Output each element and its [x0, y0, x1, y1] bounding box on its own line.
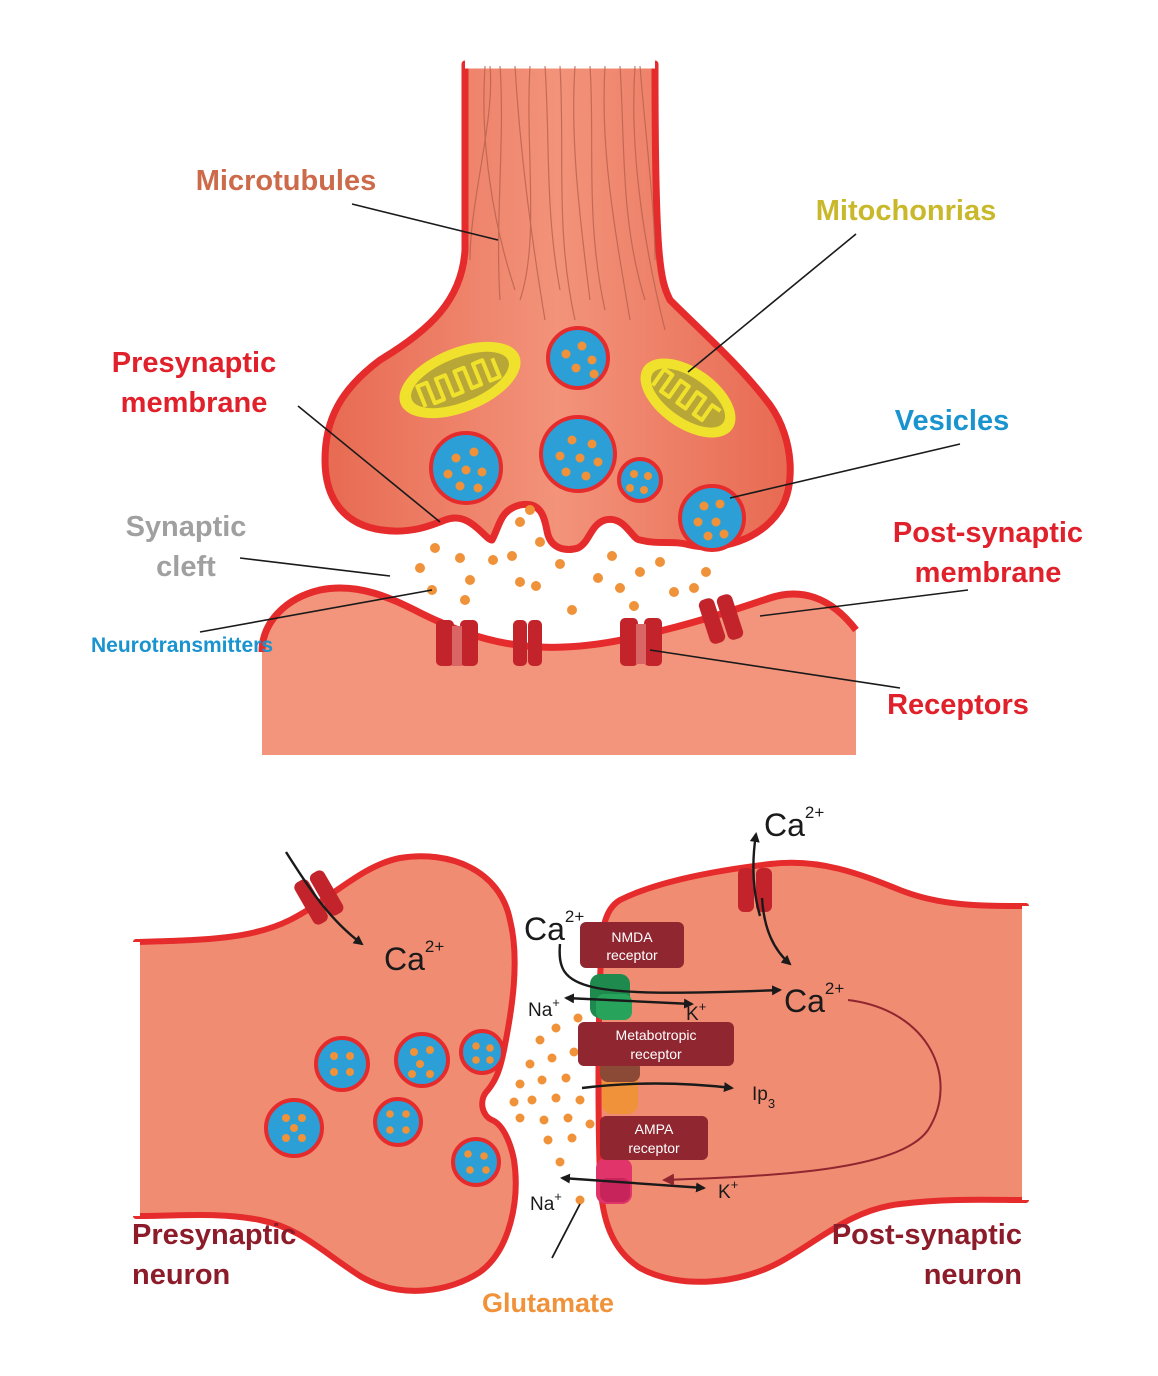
- nmda-box-line-2: receptor: [606, 947, 658, 963]
- postsynaptic-membrane-label-1: Post-synaptic: [893, 517, 1083, 549]
- vesicles-label: Vesicles: [895, 405, 1010, 437]
- nmda-receptor-box: NMDA receptor: [580, 922, 684, 968]
- ca-label-pre: Ca2+: [384, 937, 444, 977]
- receptors: [436, 594, 744, 666]
- ca-label-inside-post: Ca2+: [784, 979, 844, 1019]
- vesicle: [429, 431, 503, 505]
- ampa-receptor-box: AMPA receptor: [600, 1116, 708, 1160]
- receptor: [698, 594, 744, 644]
- glutamate-label: Glutamate: [482, 1288, 614, 1318]
- postsynaptic-neuron-label-2: neuron: [924, 1259, 1022, 1291]
- ampa-na-k-arrow: [560, 1173, 706, 1193]
- presynaptic-calcium-channel: [294, 870, 344, 925]
- vesicles-bottom: [264, 1029, 505, 1187]
- metabotropic-box-line-1: Metabotropic: [616, 1027, 697, 1043]
- k-label-ampa: K+: [718, 1177, 738, 1203]
- presynaptic-neuron-label-2: neuron: [132, 1259, 230, 1291]
- vesicle: [546, 326, 610, 390]
- nmda-box-line-1: NMDA: [611, 929, 653, 945]
- synaptic-cleft-label-1: Synaptic: [126, 511, 247, 543]
- feedback-arrow: [662, 999, 942, 1186]
- postsynaptic-membrane-label-2: membrane: [915, 557, 1062, 589]
- vesicle: [373, 1097, 423, 1147]
- neurotransmitters: [415, 505, 711, 615]
- glutamate-molecules: [509, 1013, 595, 1205]
- vesicle: [539, 415, 617, 493]
- bottom-synapse: NMDA receptor Metabotropic receptor AMPA…: [132, 803, 1030, 1318]
- ca-exit-arrow-post: [749, 832, 762, 917]
- ca-label-nmda: Ca2+: [524, 907, 584, 947]
- synaptic-cleft-label-2: cleft: [156, 551, 216, 583]
- presynaptic-membrane-label-2: membrane: [121, 387, 268, 419]
- ip3-label: Ip3: [752, 1084, 775, 1111]
- ca-label-top-post: Ca2+: [764, 803, 824, 843]
- mitochondrion-right: [640, 358, 736, 438]
- vesicles-top: [429, 326, 746, 552]
- receptor: [513, 620, 542, 666]
- ip3-arrow: [581, 1082, 734, 1093]
- metabotropic-protein: [600, 1060, 640, 1114]
- vesicle: [314, 1036, 370, 1092]
- postsynaptic-neuron-label-1: Post-synaptic: [832, 1219, 1022, 1251]
- vesicle: [451, 1137, 501, 1187]
- receptors-label: Receptors: [887, 689, 1029, 721]
- k-label-nmda: K+: [686, 999, 706, 1025]
- microtubules-label: Microtubules: [196, 165, 376, 197]
- vesicle: [459, 1029, 505, 1075]
- receptor: [620, 618, 662, 666]
- glutamate-pointer: [551, 1203, 581, 1259]
- ampa-box-line-1: AMPA: [635, 1121, 674, 1137]
- na-label-ampa: Na+: [530, 1189, 562, 1215]
- pointer-lines-top: [199, 203, 969, 689]
- nmda-ca-arrow: [558, 943, 782, 996]
- receptor: [436, 620, 478, 666]
- microtubules: [469, 65, 666, 331]
- postsynaptic-cell: [262, 587, 856, 755]
- vesicle: [678, 484, 746, 552]
- presynaptic-membrane-label-1: Presynaptic: [112, 347, 276, 379]
- ampa-box-line-2: receptor: [628, 1140, 680, 1156]
- presynaptic-terminal: [321, 60, 794, 553]
- neurotransmitters-label: Neurotransmitters: [91, 634, 273, 657]
- vesicle: [394, 1032, 450, 1088]
- mitochondrion-left: [399, 341, 521, 419]
- ca-entry-arrow-pre: [284, 851, 364, 946]
- ion-flow-arrows: [284, 832, 792, 1259]
- na-label-nmda: Na+: [528, 995, 560, 1021]
- presynaptic-neuron-label-1: Presynaptic: [132, 1219, 296, 1251]
- nmda-channel: [590, 974, 632, 1020]
- mitochondrias-label: Mitochonrias: [816, 195, 996, 227]
- metabotropic-box-line-2: receptor: [630, 1046, 682, 1062]
- ca-entry-arrow-post: [760, 897, 792, 966]
- vesicle: [617, 457, 663, 503]
- top-synapse: Microtubules Mitochonrias Presynaptic me…: [91, 59, 1083, 755]
- metabotropic-receptor-box: Metabotropic receptor: [578, 1022, 734, 1066]
- vesicle: [264, 1098, 324, 1158]
- postsynaptic-calcium-channel: [738, 868, 772, 912]
- nmda-na-k-arrow: [564, 993, 694, 1009]
